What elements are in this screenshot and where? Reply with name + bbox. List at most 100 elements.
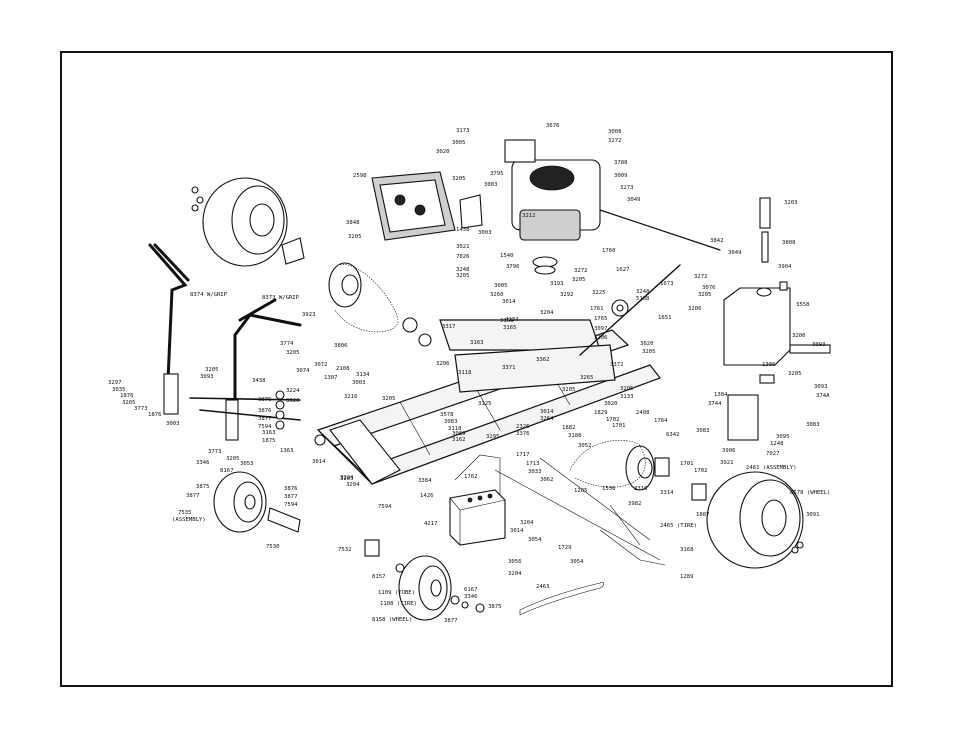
label-8157: 8157	[372, 574, 385, 580]
label-3204: 3204	[540, 310, 554, 316]
label-1713: 1713	[526, 461, 539, 467]
label-1651: 1651	[658, 315, 671, 321]
label-3054: 3054	[528, 537, 542, 543]
label-3923: 3923	[302, 312, 315, 318]
label-3014: 3014	[502, 299, 516, 305]
rear-right-tire	[706, 471, 804, 569]
label-3273: 3273	[620, 185, 633, 191]
label-3188: 3188	[568, 433, 582, 439]
label-3014-d: 3014	[510, 528, 524, 534]
label-3203: 3203	[784, 200, 797, 206]
label-3264: 3264	[540, 416, 554, 422]
label-3204-d: 3204	[508, 571, 522, 577]
label-2598: 2598	[353, 173, 367, 179]
label-3205-e: 3205	[698, 292, 711, 298]
label-1875: 1875	[262, 438, 275, 444]
label-3773-b: 3773	[208, 449, 221, 455]
label-3248: 3248	[456, 267, 470, 273]
label-8374: 8374 W/GRIP	[190, 292, 228, 298]
label-3205-b: 3205	[348, 234, 361, 240]
label-3376: 3376	[516, 431, 529, 437]
label-3083-c: 3083	[806, 422, 819, 428]
label-3118-b: 3118	[448, 426, 462, 432]
label-3806: 3806	[334, 343, 347, 349]
label-3049: 3049	[627, 197, 640, 203]
label-3438: 3438	[252, 378, 266, 384]
label-1887: 1887	[696, 512, 709, 518]
label-1248: 1248	[770, 441, 784, 447]
label-3206: 3206	[688, 306, 701, 312]
label-3173: 3173	[456, 128, 469, 134]
label-3014-c: 3014	[312, 459, 326, 465]
label-1876: 1876	[120, 393, 133, 399]
label-3225: 3225	[592, 290, 605, 296]
label-3875: 3875	[196, 484, 209, 490]
label-3049-b: 3049	[728, 250, 741, 256]
label-3052: 3052	[578, 443, 591, 449]
label-3875-b: 3875	[488, 604, 501, 610]
label-5108: 5108	[636, 296, 650, 302]
label-3165: 3165	[503, 325, 516, 331]
label-1363: 1363	[280, 448, 293, 454]
label-3744: 3744	[708, 401, 722, 407]
label-3272-b: 3272	[574, 268, 587, 274]
label-3163-b: 3163	[262, 430, 275, 436]
label-3133: 3133	[620, 394, 633, 400]
motion-handle	[225, 298, 302, 441]
label-3796: 3796	[506, 264, 519, 270]
chassis-frame	[316, 319, 661, 485]
label-3021: 3021	[456, 244, 469, 250]
drive-sprocket-right	[569, 440, 707, 501]
label-3035: 3035	[112, 387, 125, 393]
label-1289: 1289	[680, 574, 693, 580]
label-3876: 3876	[258, 397, 271, 403]
label-1701-b: 1701	[680, 461, 693, 467]
label-1761: 1761	[590, 306, 603, 312]
diagram-border	[60, 51, 893, 687]
label-3205-i: 3205	[205, 367, 218, 373]
label-7594: 7594	[258, 424, 272, 430]
label-3020-c: 3020	[604, 401, 617, 407]
label-3842: 3842	[710, 238, 723, 244]
label-1426: 1426	[420, 493, 433, 499]
label-1386: 1386	[762, 362, 775, 368]
label-3205-j: 3205	[122, 400, 135, 406]
label-3005-b: 3005	[494, 283, 507, 289]
label-1829: 1829	[594, 410, 607, 416]
label-2465: 2465 (TIRE)	[660, 523, 697, 529]
label-1285: 1285	[574, 488, 587, 494]
label-3083-b: 3083	[696, 428, 709, 434]
label-7530: 7530	[266, 544, 279, 550]
label-3054-b: 3054	[570, 559, 584, 565]
label-3372: 3372	[610, 362, 623, 368]
label-3224-b: 3224	[340, 475, 354, 481]
label-3162: 3162	[452, 437, 465, 443]
label-3314: 3314	[660, 490, 674, 496]
label-3317: 3317	[442, 324, 455, 330]
label-2461: 2461 (ASSEMBLY)	[746, 465, 797, 471]
label-3260: 3260	[490, 292, 503, 298]
label-3125: 3125	[478, 401, 491, 407]
label-3272: 3272	[608, 138, 621, 144]
label-3014-b: 3014	[540, 409, 554, 415]
label-3093-b: 3093	[200, 374, 213, 380]
label-1109: 1109 (TUBE)	[378, 590, 415, 596]
label-3295: 3295	[486, 434, 499, 440]
label-1762: 1762	[464, 474, 477, 480]
label-3056: 3056	[508, 559, 521, 565]
label-3205-m: 3205	[226, 456, 239, 462]
label-3204-c: 3204	[520, 520, 534, 526]
part-labels: 3173 3676 3008 3272 3005 3020 3788 2598 …	[108, 123, 830, 624]
label-1882: 1882	[562, 425, 575, 431]
label-3062: 3062	[540, 477, 553, 483]
label-3346-b: 3346	[464, 594, 477, 600]
label-3168: 3168	[680, 547, 694, 553]
label-3578: 3578	[440, 412, 454, 418]
label-2408: 2408	[636, 410, 650, 416]
label-3808: 3808	[782, 240, 796, 246]
label-3346: 3346	[196, 460, 209, 466]
label-3089: 3089	[452, 431, 465, 437]
label-1717: 1717	[516, 452, 529, 458]
label-3097: 3097	[594, 326, 607, 332]
